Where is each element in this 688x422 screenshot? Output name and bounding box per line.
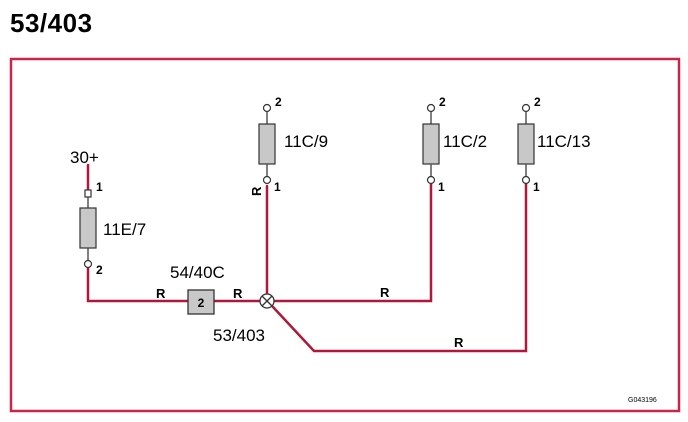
wire-splice-to-11c13 (271, 182, 528, 353)
pin-terminal (426, 175, 436, 185)
fuse-body (422, 123, 440, 165)
figure-code: G043196 (628, 397, 657, 404)
pin-label: 1 (438, 180, 445, 194)
fuse-body (79, 207, 97, 249)
pin-label: 2 (439, 95, 446, 109)
fuse-11c2: 2 1 11C/2 (422, 95, 487, 194)
power-label: 30+ (70, 148, 99, 167)
wire-code: R (233, 286, 243, 301)
pin-label: 1 (274, 180, 281, 194)
pin-terminal (262, 103, 272, 113)
fuse-11c9: 2 1 11C/9 (258, 95, 328, 194)
pin-terminal (521, 103, 531, 113)
pin-terminal (262, 175, 272, 185)
fuse-label: 11C/9 (284, 132, 328, 151)
splice-53-403: 53/403 (213, 293, 275, 345)
pin-terminal (83, 259, 93, 269)
splice-cross (261, 295, 273, 307)
pin-terminal (84, 189, 92, 198)
wire-splice-to-11c2 (272, 182, 433, 303)
fuse-label: 11E/7 (103, 220, 146, 239)
fuse-11e7: 1 2 11E/7 (79, 180, 146, 277)
diagram-frame (9, 57, 681, 413)
wire-code: R (249, 186, 264, 196)
splice-label: 53/403 (213, 326, 265, 345)
fuse-11c13: 2 1 11C/13 (517, 95, 591, 194)
pin-label: 2 (96, 263, 103, 277)
connector-box (187, 289, 215, 315)
page-title: 53/403 (10, 8, 93, 38)
wire-fuse-to-connector (86, 265, 190, 303)
connector-pin-label: 2 (198, 296, 205, 310)
wire-code: R (454, 335, 464, 350)
wires (86, 163, 528, 353)
pin-label: 2 (534, 95, 541, 109)
fuse-body (517, 123, 535, 165)
fuse-body (258, 123, 276, 165)
connector-54-40c: 2 54/40C (170, 263, 225, 315)
wire-code: R (156, 286, 166, 301)
connector-label: 54/40C (170, 263, 225, 282)
pin-label: 2 (275, 95, 282, 109)
pin-label: 1 (533, 180, 540, 194)
fuse-label: 11C/13 (537, 132, 591, 151)
fuse-label: 11C/2 (443, 132, 487, 151)
pin-terminal (426, 103, 436, 113)
pin-terminal (521, 175, 531, 185)
pin-label: 1 (96, 180, 103, 194)
wire-code: R (380, 285, 390, 300)
